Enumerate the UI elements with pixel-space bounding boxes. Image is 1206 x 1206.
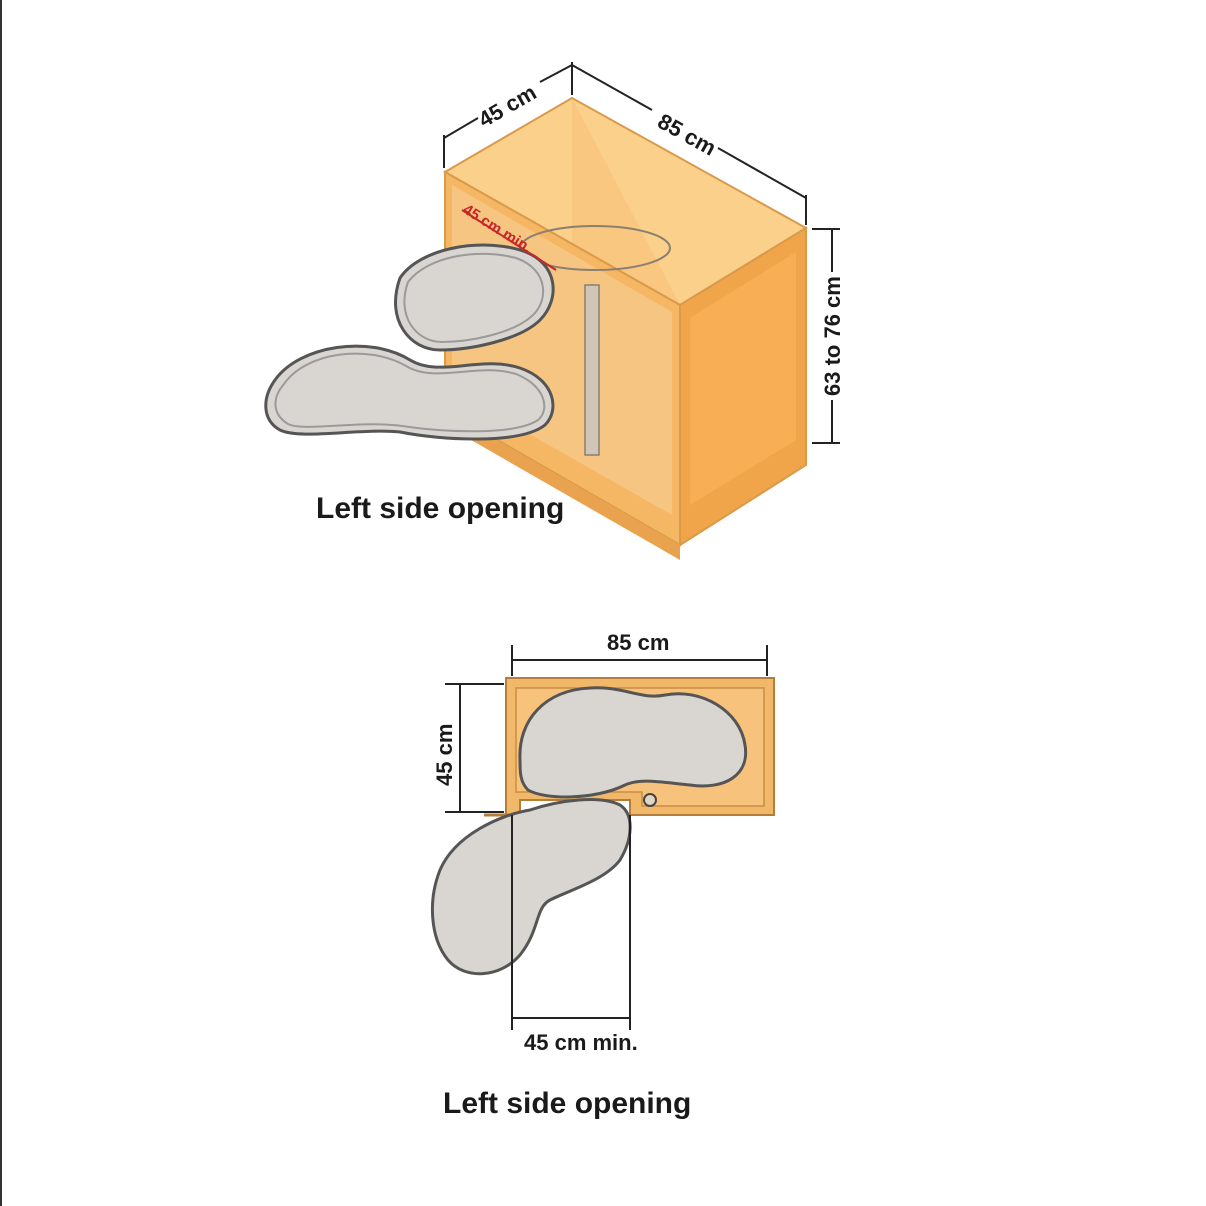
cabinet-plinth <box>445 410 680 560</box>
plan-width-label: 85 cm <box>607 630 669 655</box>
lower-tray <box>264 344 555 441</box>
plan-view: 85 cm 45 cm 45 cm min. Left side opening <box>430 630 775 1120</box>
lower-tray-rim <box>274 352 546 433</box>
isometric-view: 45 cm min. 45 cm 85 cm 63 to 76 cm Left … <box>264 62 845 560</box>
plan-caption: Left side opening <box>443 1087 691 1120</box>
depth-dim-line-b <box>539 64 573 83</box>
cabinet-side-inner <box>690 252 796 505</box>
isometric-caption: Left side opening <box>316 492 564 525</box>
width-dim-line-b <box>717 147 807 199</box>
clearance-red-line <box>461 209 557 271</box>
width-dim-line-a <box>571 64 653 111</box>
plan-depth-label: 45 cm <box>432 724 457 786</box>
height-label: 63 to 76 cm <box>820 276 845 396</box>
plan-swung-tray <box>430 798 632 976</box>
plan-pivot <box>643 793 657 807</box>
plan-clearance-label: 45 cm min. <box>524 1030 638 1055</box>
upper-tray-rim <box>403 252 545 344</box>
depth-dim-line-a <box>443 117 479 139</box>
center-pole <box>584 284 600 456</box>
upper-tray <box>394 243 555 352</box>
plan-inner-tray <box>518 686 748 799</box>
